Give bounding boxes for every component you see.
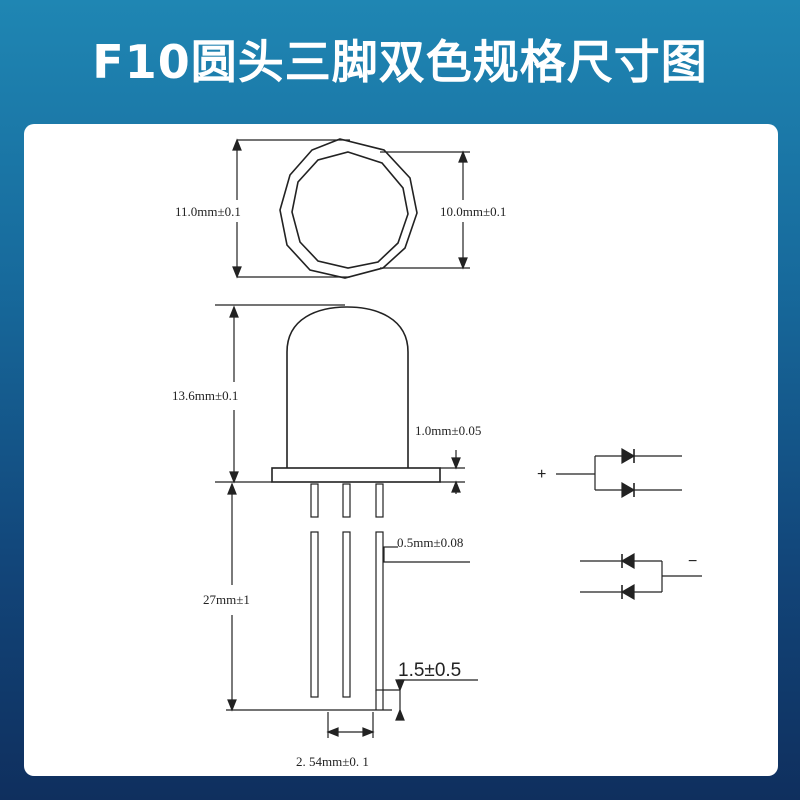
side-view: 13.6mm±0.1 1.0mm±0.05 0.5mm±0.08 27mm±1 bbox=[172, 304, 481, 769]
lead-length-label: 27mm±1 bbox=[203, 592, 250, 607]
plus-symbol: + bbox=[537, 466, 546, 483]
lead-stub-1 bbox=[310, 483, 319, 518]
outer-diameter-label: 11.0mm±0.1 bbox=[175, 204, 241, 219]
led-flange bbox=[271, 467, 441, 483]
flange-thickness-label: 1.0mm±0.05 bbox=[415, 423, 481, 438]
lead-offset-label: 1.5±0.5 bbox=[398, 660, 461, 681]
top-view: 11.0mm±0.1 10.0mm±0.1 bbox=[175, 138, 506, 279]
lead-width-label: 0.5mm±0.08 bbox=[397, 535, 463, 550]
diode-icon bbox=[621, 481, 636, 499]
diode-icon bbox=[620, 552, 635, 570]
lead-3 bbox=[375, 531, 384, 691]
lead-1 bbox=[310, 531, 319, 698]
outer-contour bbox=[279, 138, 418, 279]
lead-stub-3 bbox=[375, 483, 384, 518]
circuit-common-cathode: − bbox=[580, 552, 702, 601]
pitch-label: 2. 54mm±0. 1 bbox=[296, 754, 369, 769]
body-height-label: 13.6mm±0.1 bbox=[172, 388, 238, 403]
lead-stub-2 bbox=[342, 483, 351, 518]
inner-diameter-label: 10.0mm±0.1 bbox=[440, 204, 506, 219]
page-title: F10圆头三脚双色规格尺寸图 bbox=[92, 35, 708, 89]
minus-symbol: − bbox=[688, 553, 697, 570]
inner-contour bbox=[291, 151, 409, 269]
diode-icon bbox=[621, 447, 636, 465]
header: F10圆头三脚双色规格尺寸图 bbox=[0, 0, 800, 118]
circuit-common-anode: + bbox=[537, 447, 682, 499]
led-dome bbox=[286, 306, 409, 468]
diode-icon bbox=[620, 583, 635, 601]
lead-2 bbox=[342, 531, 351, 698]
